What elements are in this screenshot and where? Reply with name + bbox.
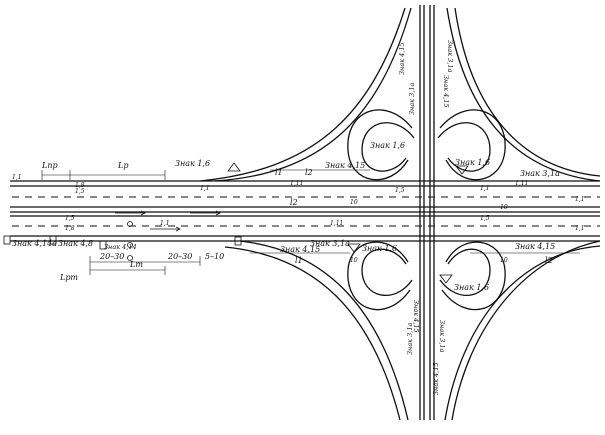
sign-4-15-bottom: Знак 4,15 bbox=[280, 245, 320, 254]
cross-highway bbox=[419, 5, 435, 420]
main-highway bbox=[10, 180, 600, 242]
label-lpt: Lрт bbox=[59, 273, 78, 282]
sign-1-6-loop-bl: Знак 1,6 bbox=[362, 244, 397, 253]
mark-1-5-b: 1,5 bbox=[395, 187, 405, 194]
loop-ramps bbox=[347, 109, 506, 311]
label-lt: Lт bbox=[129, 260, 143, 269]
sign-4-15-top: Знак 4,15 bbox=[325, 161, 365, 170]
sign-4-14: Знак 4,14 bbox=[104, 243, 137, 251]
sign-4-15-vert-br: Знак 4,15 bbox=[432, 362, 440, 395]
sign-3-1a-vert-tr: Знак 3,1а bbox=[446, 40, 454, 72]
sign-1-6-loop-tl: Знак 1,6 bbox=[370, 141, 405, 150]
sign-3-1a-vert-br: Знак 3,1а bbox=[438, 320, 446, 352]
mark-1-11-c: 1,11 bbox=[330, 220, 343, 227]
label-l2-top: l2 bbox=[305, 168, 313, 177]
sign-1-6-loop-br: Знак 1,6 bbox=[454, 283, 489, 292]
mark-1-1-b: 1,1 bbox=[200, 185, 210, 192]
label-l2-main: l2 bbox=[290, 198, 298, 207]
dim-5-10: 5–10 bbox=[205, 252, 224, 261]
sign-4-8: Знак 4,8 bbox=[58, 239, 93, 248]
mark-1-1-c: 1,1 bbox=[480, 185, 490, 192]
mark-1-1-f: 1,1 bbox=[575, 225, 585, 232]
sign-4-15-vert-tl: Знак 4,15 bbox=[398, 42, 406, 75]
label-lpr: Lпр bbox=[41, 161, 58, 170]
sign-4-14a: Знак 4,14а bbox=[12, 239, 57, 248]
mark-10-d: 10 bbox=[500, 257, 508, 264]
mark-1-8-b: 1,8 bbox=[65, 225, 75, 232]
dim-20-30-b: 20–30 bbox=[167, 252, 192, 261]
mark-1-5-a: 1,5 bbox=[75, 188, 85, 195]
sign-3-1a-vert-bl: Знак 3,1а bbox=[406, 323, 414, 355]
mark-1-1-d: 1,1 bbox=[575, 196, 585, 203]
mark-1-11-b: 1,11 bbox=[515, 180, 528, 187]
sign-3-1a-bottom: Знак 3,1а bbox=[310, 239, 350, 248]
label-lp: Lp bbox=[117, 161, 128, 170]
mark-1-5-c: 1,5 bbox=[65, 215, 75, 222]
label-l1-top: l1 bbox=[275, 168, 283, 177]
mark-1-11-a: 1,11 bbox=[290, 180, 303, 187]
mark-10-a: 10 bbox=[350, 199, 358, 206]
sign-1-6-loop-tr: Знак 1,6 bbox=[455, 158, 490, 167]
dimension-lines bbox=[41, 169, 580, 275]
sign-4-15-vert-tr: Знак 4,15 bbox=[442, 75, 450, 108]
sign-4-15-vert-bl: Знак 4,15 bbox=[412, 300, 420, 333]
mark-1-1-e: 1,1 bbox=[160, 220, 170, 227]
mark-10-c: 10 bbox=[350, 257, 358, 264]
label-l2-bottom: l2 bbox=[545, 256, 553, 265]
dim-20-30-a: 20–30 bbox=[99, 252, 124, 261]
mark-1-1-a: 1,1 bbox=[12, 174, 22, 181]
sign-markers bbox=[3, 162, 469, 284]
label-l1-bottom: l1 bbox=[295, 256, 303, 265]
mark-10-b: 10 bbox=[500, 204, 508, 211]
sign-3-1a-vert-tl: Знак 3,1а bbox=[408, 83, 416, 115]
mark-1-8-a: 1,8 bbox=[75, 182, 85, 189]
mark-1-5-d: 1,5 bbox=[480, 215, 490, 222]
sign-1-6-top-left: Знак 1,6 bbox=[175, 159, 210, 168]
sign-4-15-right: Знак 4,15 bbox=[515, 242, 555, 251]
sign-3-1a-right: Знак 3,1а bbox=[520, 169, 560, 178]
